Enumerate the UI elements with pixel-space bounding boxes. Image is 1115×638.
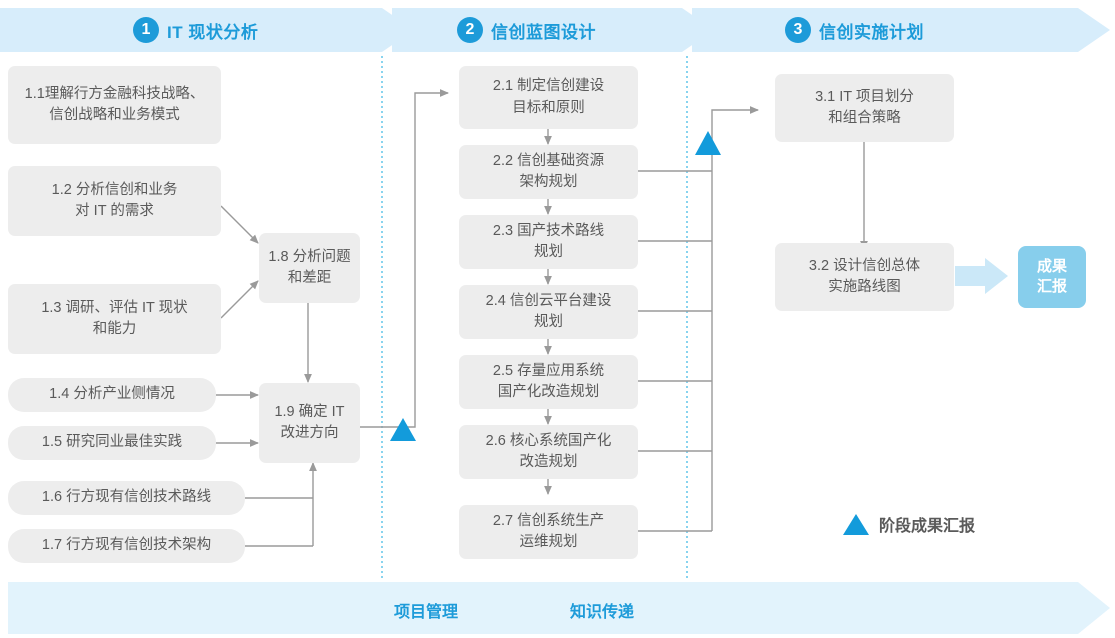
task-box-1-3[interactable]: 1.3 调研、评估 IT 现状和能力 — [8, 284, 221, 354]
task-box-2-1[interactable]: 2.1 制定信创建设目标和原则 — [459, 66, 638, 129]
phase-number-2: 2 — [457, 17, 483, 43]
task-box-2-6[interactable]: 2.6 核心系统国产化改造规划 — [459, 425, 638, 479]
task-box-3-2[interactable]: 3.2 设计信创总体实施路线图 — [775, 243, 954, 311]
phase-header-1[interactable]: 1 IT 现状分析 — [133, 8, 258, 52]
phase-label-2: 信创蓝图设计 — [491, 22, 596, 42]
result-block-arrow — [955, 258, 1008, 294]
task-box-2-5[interactable]: 2.5 存量应用系统国产化改造规划 — [459, 355, 638, 409]
phase-number-3: 3 — [785, 17, 811, 43]
task-box-2-7[interactable]: 2.7 信创系统生产运维规划 — [459, 505, 638, 559]
task-box-2-3[interactable]: 2.3 国产技术路线规划 — [459, 215, 638, 269]
phase-number-1: 1 — [133, 17, 159, 43]
task-box-2-2[interactable]: 2.2 信创基础资源架构规划 — [459, 145, 638, 199]
lane-label-project-management[interactable]: 项目管理 — [394, 604, 459, 621]
task-box-2-4[interactable]: 2.4 信创云平台建设规划 — [459, 285, 638, 339]
phase-band-bottom — [8, 582, 1110, 634]
task-box-1-2[interactable]: 1.2 分析信创和业务对 IT 的需求 — [8, 166, 221, 236]
phase-header-3[interactable]: 3 信创实施计划 — [785, 8, 924, 52]
lane-label-knowledge-transfer[interactable]: 知识传递 — [570, 604, 635, 621]
task-box-1-4[interactable]: 1.4 分析产业侧情况 — [8, 378, 216, 412]
triangle-up-icon — [843, 513, 869, 535]
milestone-triangle-phase2 — [695, 131, 721, 155]
task-box-1-5[interactable]: 1.5 研究同业最佳实践 — [8, 426, 216, 460]
task-box-1-6[interactable]: 1.6 行方现有信创技术路线 — [8, 481, 245, 515]
task-box-1-8[interactable]: 1.8 分析问题和差距 — [259, 233, 360, 303]
milestone-triangle-phase1 — [390, 418, 416, 441]
phase-label-3: 信创实施计划 — [819, 22, 924, 42]
legend-label: 阶段成果汇报 — [879, 518, 976, 535]
task-box-1-7[interactable]: 1.7 行方现有信创技术架构 — [8, 529, 245, 563]
phase-label-1: IT 现状分析 — [167, 22, 259, 42]
result-report-chip[interactable]: 成果汇报 — [1018, 246, 1086, 308]
task-box-1-1[interactable]: 1.1理解行方金融科技战略、信创战略和业务模式 — [8, 66, 221, 144]
phase-header-2[interactable]: 2 信创蓝图设计 — [457, 8, 596, 52]
legend-milestone: 阶段成果汇报 — [843, 512, 975, 536]
task-box-3-1[interactable]: 3.1 IT 项目划分和组合策略 — [775, 74, 954, 142]
